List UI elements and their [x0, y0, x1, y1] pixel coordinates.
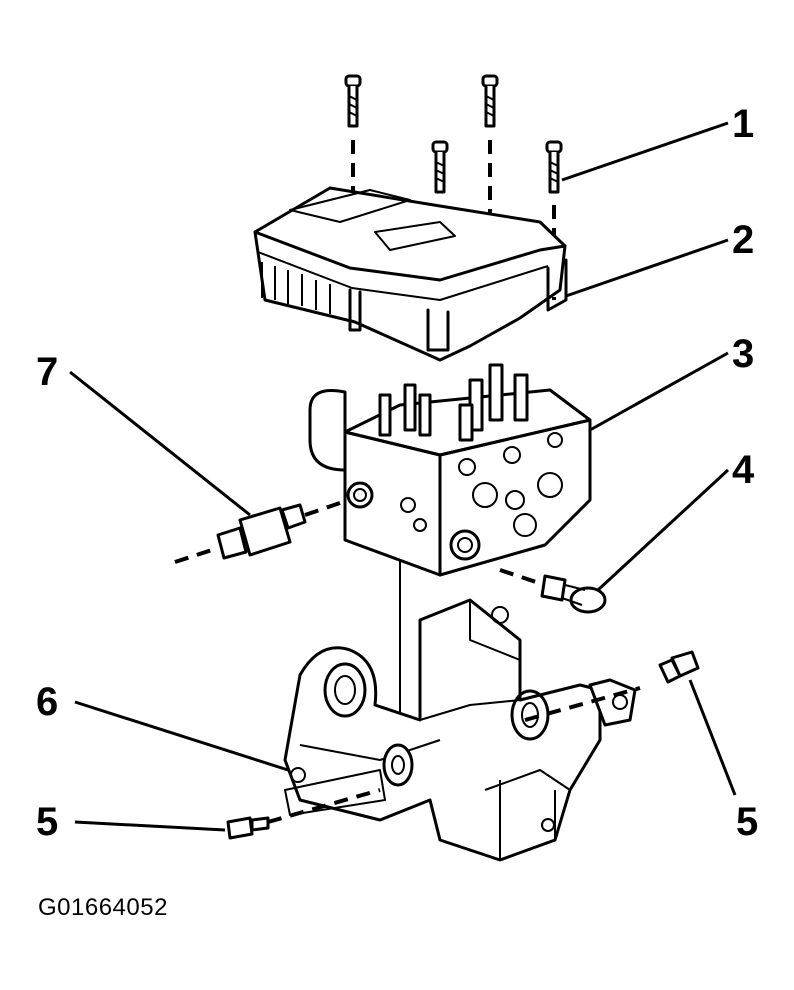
leader-6	[74, 700, 289, 772]
hydraulic-modulator	[308, 363, 592, 577]
mounting-pin-left	[226, 769, 386, 840]
callout-3: 3	[732, 332, 755, 376]
callout-4: 4	[732, 448, 755, 492]
mounting-pin-right	[524, 650, 700, 722]
leader-2	[565, 238, 729, 298]
callout-1: 1	[732, 102, 755, 146]
callout-6: 6	[36, 680, 59, 724]
leader-7	[69, 370, 251, 517]
callout-7: 7	[36, 350, 59, 394]
callout-5-left: 5	[36, 800, 59, 844]
bolt-back	[481, 74, 499, 220]
control-module	[253, 186, 568, 362]
figure-id: G01664052	[38, 894, 168, 921]
callout-5-right: 5	[736, 800, 759, 844]
leader-5-right	[688, 679, 737, 796]
leader-3	[589, 351, 729, 432]
isolator-bushing-front	[382, 743, 414, 787]
mounting-bracket	[283, 598, 637, 862]
leader-5-left	[74, 820, 226, 832]
leader-1	[561, 121, 729, 182]
callout-2: 2	[732, 218, 755, 262]
leader-4	[596, 468, 730, 592]
pressure-sensor	[174, 501, 341, 564]
brake-line-fitting	[499, 568, 607, 614]
